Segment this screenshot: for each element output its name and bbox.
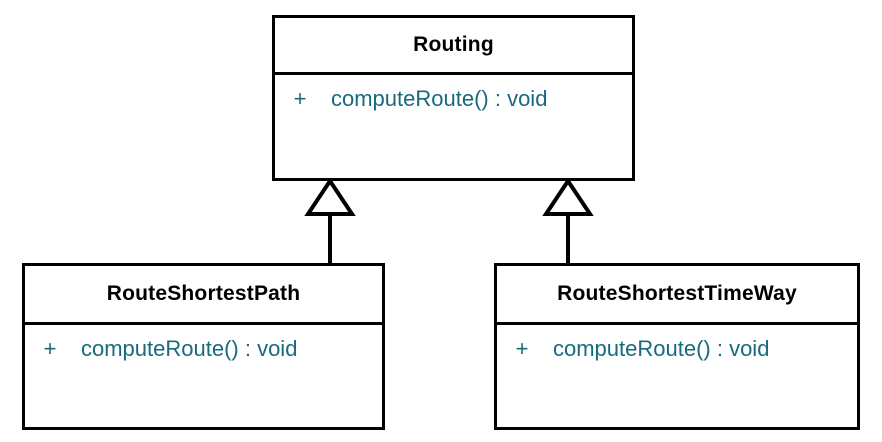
uml-members-routing: + computeRoute() : void: [275, 75, 632, 114]
uml-member-visibility: +: [43, 336, 57, 361]
uml-member-signature: computeRoute() : void: [331, 86, 548, 111]
uml-member-visibility: +: [515, 336, 529, 361]
uml-class-name-routing: Routing: [413, 33, 494, 56]
uml-members-routeshortesttimeway: + computeRoute() : void: [497, 325, 857, 364]
uml-class-name-routeshortesttimeway: RouteShortestTimeWay: [557, 282, 797, 305]
uml-class-name-routeshortestpath: RouteShortestPath: [106, 282, 301, 305]
uml-class-routeshortestpath[interactable]: RouteShortestPath + computeRoute() : voi…: [22, 263, 385, 430]
hollow-triangle-arrowhead-right: [542, 177, 594, 216]
generalization-routeshortesttimeway-to-routing: [542, 177, 594, 265]
uml-class-divider-routing: [275, 72, 632, 75]
uml-member-row: + computeRoute() : void: [25, 334, 382, 364]
uml-member-row: + computeRoute() : void: [497, 334, 857, 364]
uml-member-row: + computeRoute() : void: [275, 84, 632, 114]
uml-class-divider-routeshortestpath: [25, 322, 382, 325]
generalization-routeshortestpath-to-routing: [304, 177, 356, 265]
uml-member-signature: computeRoute() : void: [553, 336, 770, 361]
uml-member-signature: computeRoute() : void: [81, 336, 298, 361]
uml-members-routeshortestpath: + computeRoute() : void: [25, 325, 382, 364]
hollow-triangle-arrowhead-left: [304, 177, 356, 216]
uml-class-routeshortesttimeway[interactable]: RouteShortestTimeWay + computeRoute() : …: [494, 263, 860, 430]
uml-class-divider-routeshortesttimeway: [497, 322, 857, 325]
uml-class-routing[interactable]: Routing + computeRoute() : void: [272, 15, 635, 181]
uml-member-visibility: +: [293, 86, 307, 111]
